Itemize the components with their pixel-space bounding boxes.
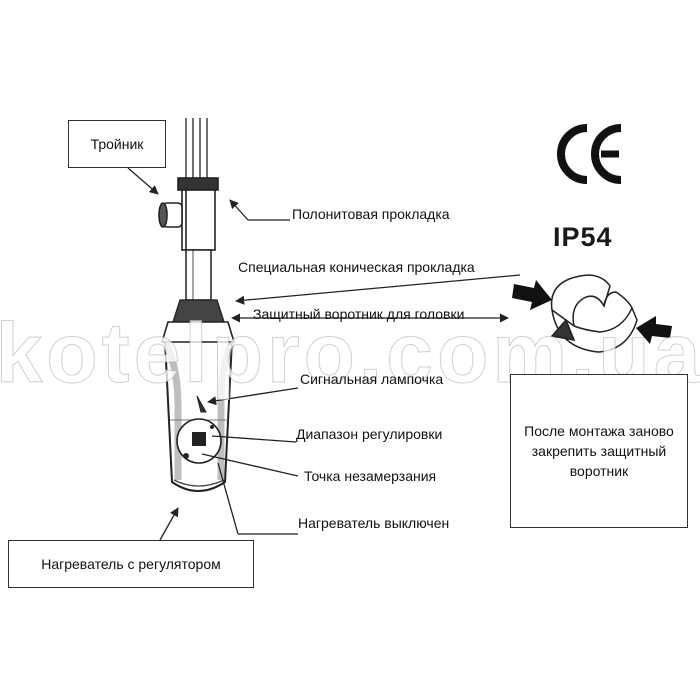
- heater-body: [162, 339, 236, 492]
- polonite-gasket-label: Полонитовая прокладка: [292, 206, 450, 222]
- signal-lamp-label: Сигнальная лампочка: [300, 371, 444, 387]
- note-text: После монтажа заново закрепить защитный …: [524, 423, 674, 479]
- adjustment-range-label: Диапазон регулировки: [296, 426, 443, 442]
- tee-label: Тройник: [90, 136, 144, 152]
- conical-gasket: [172, 299, 225, 323]
- head-collar: [160, 321, 236, 343]
- antifreeze-point-label: Точка незамерзания: [304, 468, 437, 484]
- control-panel: [176, 395, 222, 464]
- conical-gasket-label: Специальная коническая прокладка: [238, 259, 475, 275]
- note-box: После монтажа заново закрепить защитный …: [510, 374, 688, 528]
- heater-shaft: [185, 249, 212, 301]
- ip54-rating: IP54: [553, 222, 613, 252]
- power-cable: [185, 118, 208, 178]
- head-collar-label: Защитный воротник для головки: [253, 306, 465, 322]
- tee-label-box: Тройник: [68, 120, 166, 168]
- tee-fitting: [158, 177, 219, 251]
- heater-off-label: Нагреватель выключен: [298, 515, 450, 531]
- press-arrows: [512, 280, 672, 344]
- ce-mark: [557, 124, 622, 184]
- heater-label-box: Нагреватель с регулятором: [8, 540, 254, 588]
- collar-detail: [550, 274, 638, 353]
- heater-label: Нагреватель с регулятором: [41, 556, 221, 572]
- callout-leaders: [127, 167, 521, 541]
